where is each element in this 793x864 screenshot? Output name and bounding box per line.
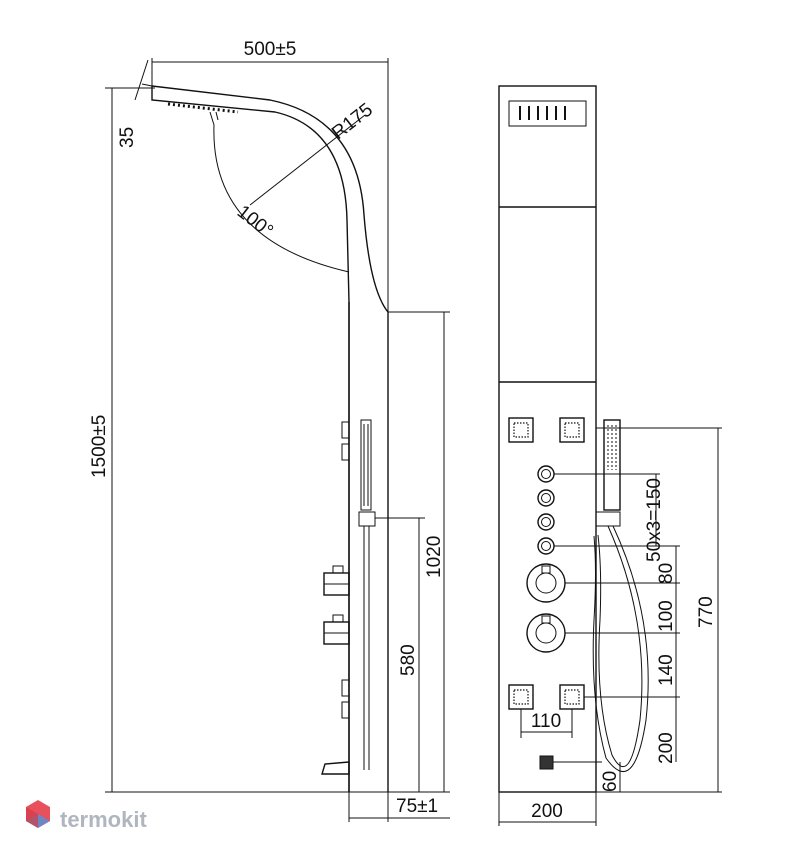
radius-leader [249,114,366,206]
dim-mixer-height: 580 [398,644,419,676]
dim-panel-depth: 75±1 [396,796,438,817]
mixer-knob-lower [526,613,566,653]
dim-total-height: 1500±5 [89,415,110,478]
round-jets [537,465,555,555]
side-jet [341,701,350,719]
side-knob-upper [323,565,350,596]
vent-bars [519,106,566,120]
hand-shower-bracket [358,511,376,527]
brand-name: termokit [60,807,147,832]
dim-panel-width: 200 [531,801,563,822]
shower-arm-outer [151,85,389,792]
side-jet [341,679,350,697]
dim-200: 200 [656,732,677,764]
jet-square-upper-left [508,417,534,443]
dim-60: 60 [600,771,621,792]
jet-square-lower-left [508,684,534,710]
front-panel [498,85,597,793]
side-knob-lower [323,614,350,645]
side-jet [341,421,350,439]
mixer-knob-upper [526,563,566,603]
dim-head-angle: 100° [233,201,277,242]
dim-head-thickness: 35 [117,127,138,148]
shower-arm [151,86,350,792]
jet-square-lower-right [559,684,585,710]
spout-outlet [539,755,554,770]
front-view: 50x3=150 80 100 140 200 60 770 110 200 [498,85,722,826]
dim-bracket-height: 1020 [424,536,445,578]
side-jet [341,443,350,461]
dim-110: 110 [531,711,561,732]
dim-bend-radius: R175 [328,99,377,144]
rain-head-nozzles [167,102,239,114]
dim-140: 140 [656,654,677,686]
hose-front [597,525,643,768]
dim-100: 100 [656,600,677,632]
dim-80: 80 [656,563,677,584]
hand-shower-front [592,419,649,772]
dim-770: 770 [696,596,717,628]
dim-jet-spacing: 50x3=150 [644,478,665,562]
hand-shower [360,419,372,511]
angle-arc [213,124,350,273]
dim-top-width: 500±5 [244,39,297,60]
top-vent [508,100,587,127]
tub-spout [321,761,350,775]
termokit-logo: termokit [26,800,147,832]
side-view: 500±5 35 R175 100° 1500±5 1020 580 75±1 [89,39,450,822]
jet-square-upper-right [559,417,585,443]
